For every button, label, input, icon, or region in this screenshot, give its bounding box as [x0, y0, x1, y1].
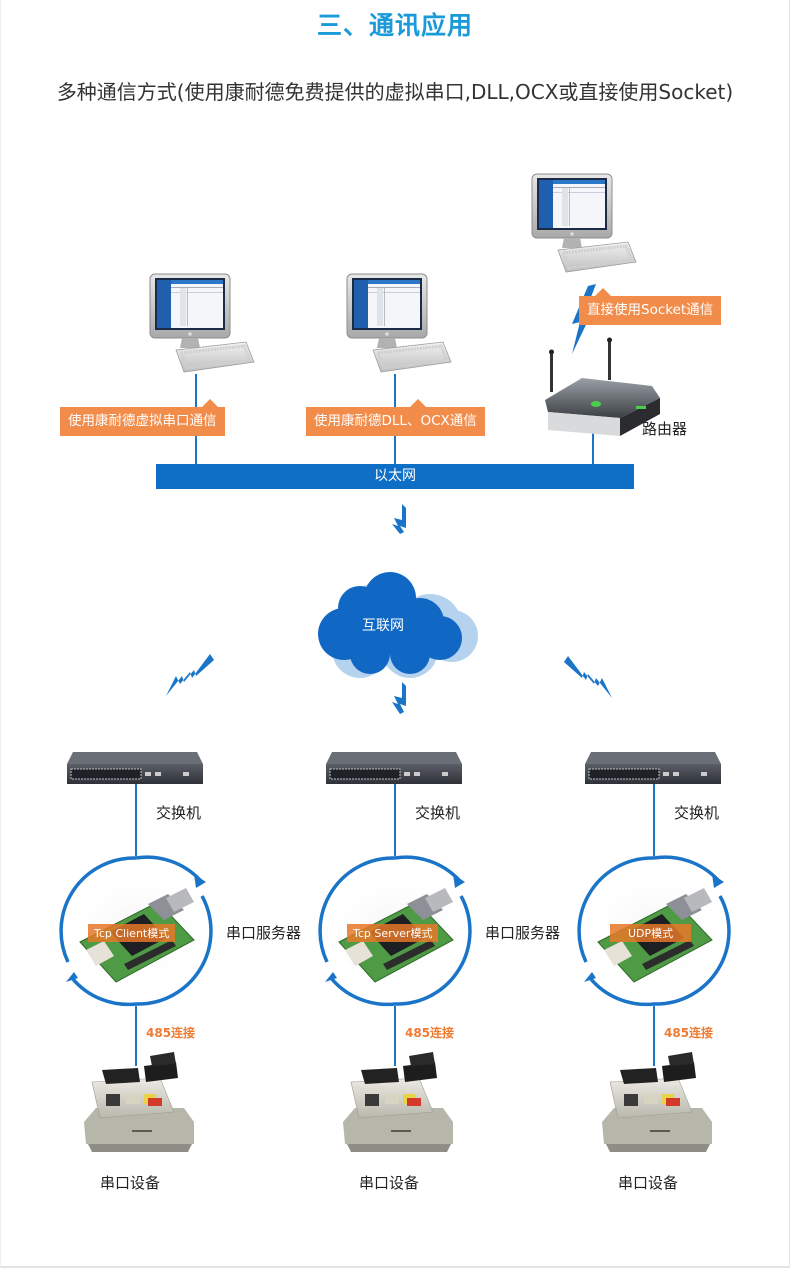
wireless-bolt-icon — [392, 682, 406, 714]
mode-badge: Tcp Server模式 — [347, 924, 439, 942]
cloud-label: 互联网 — [362, 618, 404, 634]
serial-device-label: 串口设备 — [100, 1174, 161, 1192]
callout-dll-ocx: 使用康耐德DLL、OCX通信 — [306, 399, 485, 436]
serial-device-1-icon — [83, 1051, 195, 1153]
computer-2-icon — [345, 272, 453, 374]
router-label: 路由器 — [642, 420, 688, 438]
section-title: 三、通讯应用 — [316, 11, 473, 40]
internet-cloud-icon — [318, 572, 478, 678]
switch-label: 交换机 — [156, 804, 202, 822]
serial-server-label: 串口服务器 — [226, 924, 302, 942]
router-icon — [545, 337, 660, 436]
wireless-bolt-left-icon — [166, 654, 214, 696]
link-label: 485连接 — [146, 1026, 196, 1040]
ethernet-bus: 以太网 — [156, 464, 634, 489]
serial-device-label: 串口设备 — [618, 1174, 679, 1192]
link-line — [592, 432, 594, 464]
computer-3-icon — [530, 172, 638, 274]
switch-2-icon — [325, 751, 463, 785]
switch-label: 交换机 — [674, 804, 720, 822]
serial-device-3-icon — [601, 1051, 713, 1153]
callout-virtual-serial: 使用康耐德虚拟串口通信 — [60, 399, 225, 436]
serial-server-label: 串口服务器 — [485, 924, 561, 942]
link-label: 485连接 — [405, 1026, 455, 1040]
wireless-bolt-icon — [392, 504, 406, 534]
section-subtitle: 多种通信方式(使用康耐德免费提供的虚拟串口,DLL,OCX或直接使用Socket… — [56, 80, 734, 104]
switch-1-icon — [66, 751, 204, 785]
mode-badge: UDP模式 — [610, 924, 692, 942]
serial-device-2-icon — [342, 1051, 454, 1153]
switch-3-icon — [584, 751, 722, 785]
switch-label: 交换机 — [415, 804, 461, 822]
callout-socket: 直接使用Socket通信 — [579, 288, 722, 325]
mode-badge: Tcp Client模式 — [88, 924, 176, 942]
computer-1-icon — [148, 272, 256, 374]
wireless-bolt-right-icon — [564, 656, 612, 698]
link-label: 485连接 — [664, 1026, 714, 1040]
serial-device-label: 串口设备 — [359, 1174, 420, 1192]
